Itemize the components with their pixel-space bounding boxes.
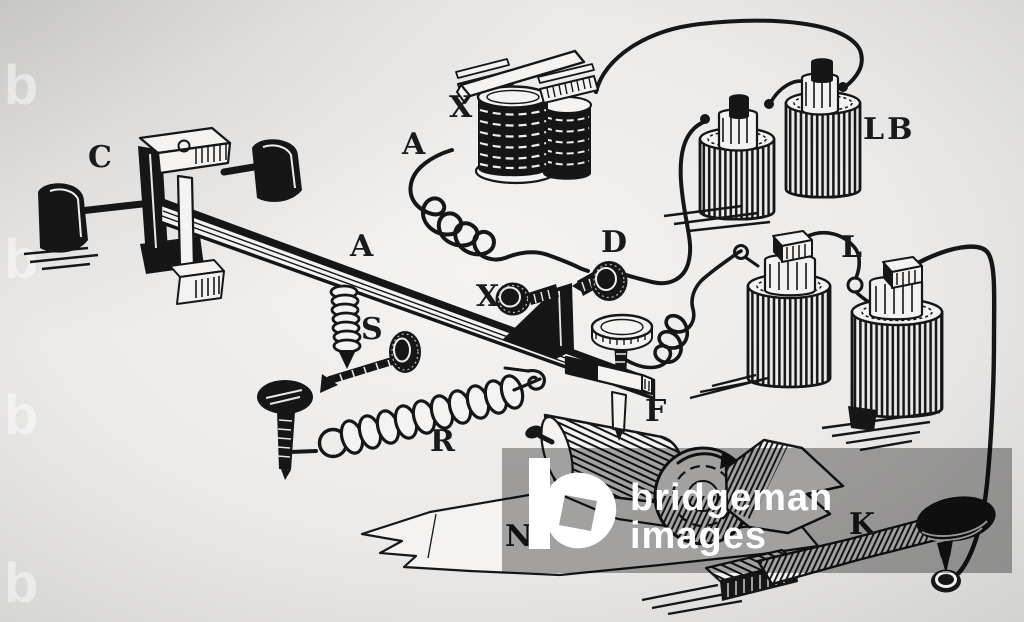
label-c-clamp: C	[88, 140, 112, 175]
faint-b-watermark-icon: b	[4, 227, 38, 290]
faint-b-watermark-icon: b	[4, 551, 38, 614]
tension-spring-r	[288, 374, 542, 459]
battery-jar	[698, 94, 776, 221]
line-wire-a-helix	[408, 148, 590, 273]
thumbscrew-head	[590, 313, 654, 341]
bridgeman-logo-b-icon	[529, 458, 617, 549]
label-d-screw: D	[601, 225, 627, 260]
spring-adjuster-screw	[320, 331, 421, 393]
brand-line-2: images	[630, 515, 767, 557]
label-a-wire: A	[401, 127, 426, 162]
x-screw-head	[495, 282, 531, 316]
anchor-screw	[257, 380, 313, 480]
label-r-spring: R	[430, 424, 456, 459]
tape-fold-line	[427, 513, 437, 559]
line-battery-lb	[663, 58, 862, 233]
battery-jar	[784, 58, 862, 199]
coil-bobbin	[476, 85, 550, 177]
clamp-foot	[252, 139, 302, 202]
pivot-bracket	[495, 282, 574, 359]
brand-line-1: bridgeman	[630, 477, 833, 519]
label-x-coil: X	[449, 90, 473, 125]
label-s-spring: S	[361, 312, 383, 347]
frame-arm-f	[564, 313, 654, 441]
clamp-top-block	[138, 126, 232, 175]
faint-b-watermark-icon: b	[4, 383, 38, 446]
clamp-highlight	[149, 153, 157, 249]
clamp-screw-and-jaw	[169, 174, 225, 305]
bridgeman-watermark: bridgeman images	[529, 458, 833, 557]
spring-hook	[503, 366, 546, 391]
coil-bobbin	[542, 96, 592, 180]
stylus-post	[611, 391, 627, 432]
local-battery-l	[689, 230, 944, 452]
label-a-beam: A	[349, 229, 374, 264]
clamp-rod	[220, 163, 258, 176]
clamp-foot	[38, 183, 88, 253]
clamp-rod	[76, 200, 146, 215]
electromagnet-coil-x	[455, 49, 599, 185]
wire-f-to-local-battery	[624, 249, 743, 370]
battery-jar	[846, 256, 944, 431]
watermark-band	[502, 448, 1012, 573]
label-lb-battery: LB	[863, 112, 915, 147]
battery-jar	[733, 230, 832, 389]
d-binding-screw	[572, 261, 628, 301]
label-f-frame: F	[645, 394, 666, 429]
label-x-pivot: X	[476, 279, 500, 314]
wire-lb-to-d	[618, 119, 708, 286]
armature-bar	[455, 49, 599, 104]
wire-coil-to-line-battery	[594, 18, 864, 94]
retract-spring-s	[329, 284, 362, 369]
corner-watermarks: b b b b	[4, 53, 38, 614]
clamp-c	[23, 126, 302, 274]
label-l-battery: L	[841, 230, 862, 265]
faint-b-watermark-icon: b	[4, 53, 38, 116]
